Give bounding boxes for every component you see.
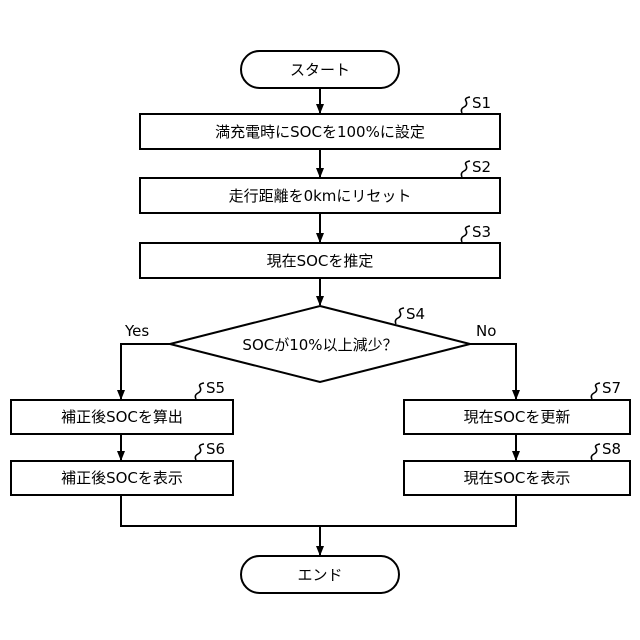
decision-s4-number: S4	[406, 305, 425, 323]
step-s6-number: S6	[206, 440, 225, 458]
step-s8-number: S8	[602, 440, 621, 458]
step-s1-text: 満充電時にSOCを100%に設定	[215, 123, 425, 141]
no-branch-line	[470, 344, 516, 399]
decision-s4-leader	[395, 308, 404, 324]
decision-s4-text: SOCが10%以上減少？	[242, 336, 397, 354]
step-s2-number: S2	[472, 158, 491, 176]
step-s8-leader	[591, 444, 600, 460]
step-s5-number: S5	[206, 379, 225, 397]
step-s3-text: 現在SOCを推定	[267, 252, 374, 270]
step-s1-leader	[461, 97, 470, 113]
merge-line	[121, 495, 516, 526]
step-s5-text: 補正後SOCを算出	[61, 408, 183, 426]
step-s2-leader	[461, 161, 470, 177]
end-label: エンド	[297, 566, 342, 584]
step-s3-leader	[461, 226, 470, 242]
yes-label: Yes	[124, 322, 149, 340]
step-s7-leader	[591, 383, 600, 399]
step-s8-text: 現在SOCを表示	[464, 469, 571, 487]
step-s6-leader	[195, 444, 204, 460]
step-s7-text: 現在SOCを更新	[464, 408, 571, 426]
step-s5-leader	[195, 383, 204, 399]
step-s6-text: 補正後SOCを表示	[61, 469, 183, 487]
step-s3-number: S3	[472, 223, 491, 241]
step-s2-text: 走行距離を0kmにリセット	[229, 187, 412, 205]
step-s7-number: S7	[602, 379, 621, 397]
start-label: スタート	[290, 61, 350, 79]
no-label: No	[476, 322, 496, 340]
step-s1-number: S1	[472, 94, 491, 112]
yes-branch-line	[121, 344, 170, 399]
